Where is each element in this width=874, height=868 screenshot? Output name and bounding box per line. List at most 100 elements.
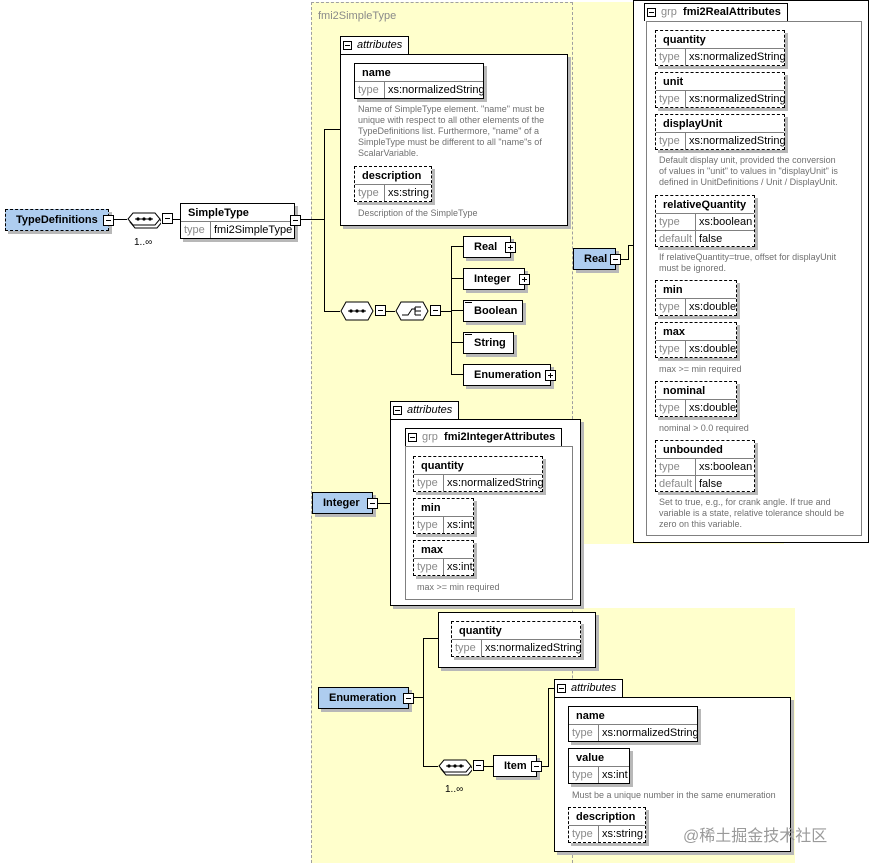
collapse-icon[interactable] bbox=[162, 213, 173, 224]
connector bbox=[451, 246, 463, 247]
real-attributes-group-title[interactable]: grp fmi2RealAttributes bbox=[644, 3, 788, 21]
collapse-icon[interactable] bbox=[393, 405, 402, 415]
unbounded-documentation: Set to true, e.g., for crank angle. If t… bbox=[659, 497, 845, 529]
item-attributes-title[interactable]: attributes bbox=[554, 679, 624, 697]
watermark: @稀土掘金技术社区 bbox=[683, 828, 828, 845]
expand-icon[interactable] bbox=[505, 242, 516, 253]
connector bbox=[383, 311, 395, 312]
sequence-compositor[interactable] bbox=[438, 756, 484, 776]
collapse-icon[interactable] bbox=[557, 683, 566, 693]
connector bbox=[423, 766, 438, 767]
connector bbox=[166, 219, 180, 220]
sequence-compositor[interactable] bbox=[127, 209, 173, 229]
type-definitions-element[interactable]: TypeDefinitions bbox=[5, 209, 114, 231]
collapse-icon[interactable] bbox=[430, 305, 441, 316]
connector bbox=[113, 219, 127, 220]
choice-enumeration[interactable]: Enumeration bbox=[463, 364, 556, 386]
sequence-compositor[interactable] bbox=[340, 301, 386, 321]
expand-icon[interactable] bbox=[545, 370, 556, 381]
choice-string[interactable]: String bbox=[463, 332, 514, 354]
item-element[interactable]: Item bbox=[493, 755, 542, 777]
integer-attributes-title[interactable]: attributes bbox=[390, 401, 460, 419]
expand-icon[interactable] bbox=[519, 274, 530, 285]
documentation-icon bbox=[465, 334, 472, 343]
connector bbox=[423, 638, 424, 767]
connector bbox=[441, 311, 451, 312]
choice-boolean[interactable]: Boolean bbox=[463, 300, 523, 322]
collapse-icon[interactable] bbox=[610, 254, 621, 265]
connector bbox=[377, 503, 390, 504]
collapse-icon[interactable] bbox=[473, 760, 484, 771]
multiplicity-label: 1..∞ bbox=[445, 784, 464, 795]
connector bbox=[628, 245, 629, 260]
documentation-icon bbox=[465, 302, 472, 311]
relative-quantity-documentation: If relativeQuantity=true, offset for dis… bbox=[659, 252, 837, 273]
collapse-icon[interactable] bbox=[647, 7, 656, 17]
sequence-icon bbox=[340, 301, 374, 321]
connector bbox=[324, 129, 340, 130]
integer-element[interactable]: Integer bbox=[312, 492, 378, 514]
connector bbox=[451, 374, 463, 375]
description-documentation: Description of the SimpleType bbox=[358, 208, 478, 218]
integer-attributes-group-title[interactable]: grp fmi2IntegerAttributes bbox=[405, 428, 563, 446]
display-unit-documentation: Default display unit, provided the conve… bbox=[659, 155, 838, 187]
integer-max-documentation: max >= min required bbox=[417, 582, 500, 592]
collapse-icon[interactable] bbox=[343, 40, 352, 50]
connector bbox=[324, 129, 325, 312]
collapse-icon[interactable] bbox=[531, 761, 542, 772]
collapse-icon[interactable] bbox=[408, 432, 417, 442]
choice-integer[interactable]: Integer bbox=[463, 268, 530, 290]
connector bbox=[300, 219, 325, 220]
choice-real[interactable]: Real bbox=[463, 236, 516, 258]
connector bbox=[481, 766, 493, 767]
connector bbox=[451, 310, 463, 311]
sequence-icon bbox=[127, 212, 161, 229]
nominal-documentation: nominal > 0.0 required bbox=[659, 423, 749, 433]
multiplicity-label: 1..∞ bbox=[134, 237, 153, 248]
connector bbox=[451, 342, 463, 343]
enumeration-element[interactable]: Enumeration bbox=[318, 687, 414, 709]
collapse-icon[interactable] bbox=[375, 305, 386, 316]
attributes-frame-title[interactable]: attributes bbox=[340, 36, 410, 54]
type-definitions-label: TypeDefinitions bbox=[16, 214, 98, 226]
connector bbox=[548, 688, 554, 689]
collapse-icon[interactable] bbox=[367, 498, 378, 509]
type-value: fmi2SimpleType bbox=[214, 224, 293, 236]
connector bbox=[423, 638, 438, 639]
value-documentation: Must be a unique number in the same enum… bbox=[572, 790, 776, 800]
collapse-icon[interactable] bbox=[290, 215, 301, 226]
max-documentation: max >= min required bbox=[659, 364, 742, 374]
connector bbox=[628, 245, 633, 246]
choice-icon bbox=[395, 301, 429, 321]
connector bbox=[620, 259, 628, 260]
real-element[interactable]: Real bbox=[573, 248, 621, 270]
connector bbox=[324, 311, 340, 312]
choice-compositor[interactable] bbox=[395, 301, 441, 321]
simple-type-name: SimpleType bbox=[188, 207, 249, 219]
name-documentation: Name of SimpleType element. "name" must … bbox=[358, 104, 545, 158]
collapse-icon[interactable] bbox=[103, 215, 114, 226]
sequence-icon bbox=[438, 759, 472, 776]
connector bbox=[548, 688, 549, 767]
connector bbox=[541, 766, 548, 767]
connector bbox=[413, 697, 424, 698]
collapse-icon[interactable] bbox=[403, 693, 414, 704]
